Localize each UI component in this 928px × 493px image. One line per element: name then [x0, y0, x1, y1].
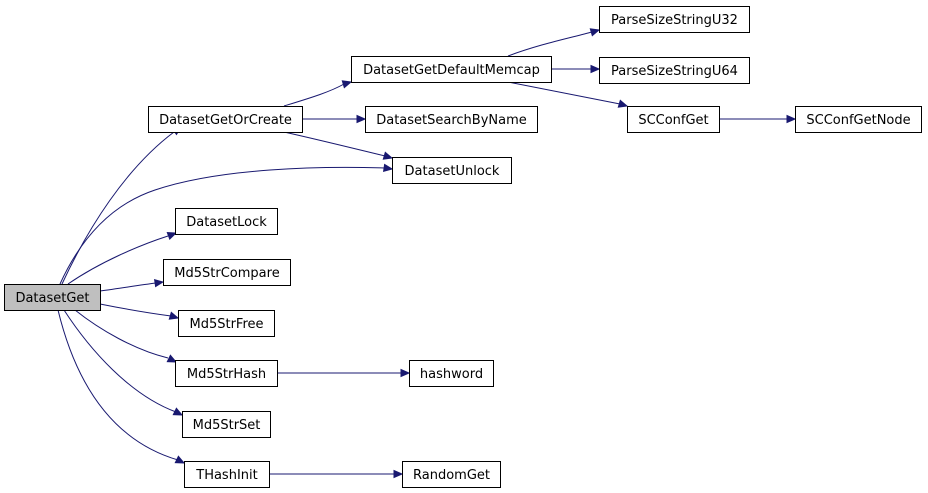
- node-label: hashword: [420, 367, 483, 382]
- edge-DatasetGetOrCreate-to-DatasetSearchByName: [302, 114, 367, 124]
- edge-DatasetGet-to-Md5StrSet: [63, 309, 184, 416]
- edge-line: [67, 235, 169, 285]
- edge-line: [61, 131, 175, 285]
- node-box: [599, 6, 750, 33]
- node-box: [402, 461, 501, 488]
- arrow-head-icon: [382, 163, 394, 172]
- edge-DatasetGetOrCreate-to-DatasetGetDefaultMemcap: [283, 80, 353, 107]
- node-box: [175, 208, 278, 235]
- node-label: SCConfGet: [638, 113, 708, 128]
- node-Md5StrFree[interactable]: Md5StrFree: [178, 310, 275, 337]
- node-DatasetGetDefaultMemcap[interactable]: DatasetGetDefaultMemcap: [351, 56, 552, 83]
- edge-DatasetGet-to-DatasetUnlock: [59, 163, 394, 285]
- edge-line: [57, 309, 179, 461]
- node-box: [627, 106, 720, 133]
- edge-line: [59, 166, 386, 285]
- edge-line: [507, 31, 593, 57]
- node-label: DatasetGet: [15, 291, 89, 306]
- node-box: [184, 461, 270, 488]
- arrow-head-icon: [172, 407, 184, 416]
- arrow-head-icon: [382, 151, 394, 160]
- arrow-head-icon: [341, 80, 353, 89]
- edge-DatasetGetDefaultMemcap-to-ParseSizeStringU32: [507, 28, 601, 57]
- node-label: Md5StrHash: [187, 367, 266, 382]
- arrow-head-icon: [153, 279, 165, 288]
- edge-DatasetGetOrCreate-to-DatasetUnlock: [283, 131, 394, 160]
- node-label: Md5StrFree: [189, 317, 263, 332]
- node-box: [409, 360, 494, 387]
- node-box: [178, 310, 275, 337]
- arrow-head-icon: [168, 311, 180, 320]
- node-SCConfGet[interactable]: SCConfGet: [627, 106, 720, 133]
- node-ParseSizeStringU32[interactable]: ParseSizeStringU32: [599, 6, 750, 33]
- node-label: DatasetSearchByName: [376, 113, 527, 128]
- node-label: RandomGet: [413, 468, 490, 483]
- node-box: [365, 106, 538, 133]
- node-label: Md5StrSet: [193, 418, 261, 433]
- node-ParseSizeStringU64[interactable]: ParseSizeStringU64: [599, 57, 750, 84]
- edge-SCConfGet-to-SCConfGetNode: [719, 114, 797, 124]
- arrow-head-icon: [400, 368, 411, 378]
- edge-THashInit-to-RandomGet: [269, 469, 404, 479]
- edge-DatasetGetDefaultMemcap-to-SCConfGet: [507, 81, 629, 108]
- node-Md5StrSet[interactable]: Md5StrSet: [182, 411, 271, 438]
- node-DatasetSearchByName[interactable]: DatasetSearchByName: [365, 106, 538, 133]
- arrow-head-icon: [393, 469, 404, 479]
- node-box: [795, 106, 922, 133]
- arrow-head-icon: [166, 231, 178, 240]
- arrow-head-icon: [166, 354, 178, 363]
- edge-DatasetGet-to-DatasetLock: [67, 231, 178, 285]
- edge-line: [63, 309, 177, 413]
- node-label: SCConfGetNode: [806, 113, 910, 128]
- arrow-head-icon: [617, 99, 629, 108]
- node-box: [182, 411, 271, 438]
- node-label: DatasetGetOrCreate: [159, 113, 292, 128]
- edge-DatasetGet-to-THashInit: [57, 309, 186, 464]
- node-label: DatasetUnlock: [405, 164, 500, 179]
- node-label: ParseSizeStringU32: [611, 13, 738, 28]
- edge-DatasetGet-to-Md5StrFree: [99, 303, 180, 320]
- edge-line: [283, 83, 345, 107]
- node-Md5StrCompare[interactable]: Md5StrCompare: [163, 259, 291, 286]
- node-box: [351, 56, 552, 83]
- node-Md5StrHash[interactable]: Md5StrHash: [175, 360, 278, 387]
- node-DatasetGetOrCreate[interactable]: DatasetGetOrCreate: [148, 106, 303, 133]
- edge-DatasetGet-to-Md5StrHash: [74, 309, 178, 363]
- node-THashInit[interactable]: THashInit: [184, 461, 270, 488]
- node-label: DatasetGetDefaultMemcap: [363, 63, 540, 78]
- node-DatasetGet[interactable]: DatasetGet: [4, 284, 101, 311]
- edge-DatasetGetDefaultMemcap-to-ParseSizeStringU64: [551, 64, 601, 74]
- edge-DatasetGet-to-Md5StrCompare: [99, 279, 165, 292]
- node-box: [175, 360, 278, 387]
- arrow-head-icon: [590, 64, 601, 74]
- edge-Md5StrHash-to-hashword: [277, 368, 411, 378]
- edge-line: [99, 282, 157, 292]
- arrow-head-icon: [589, 28, 601, 37]
- node-box: [392, 157, 512, 184]
- edge-line: [283, 131, 386, 157]
- node-box: [148, 106, 303, 133]
- node-label: Md5StrCompare: [174, 266, 279, 281]
- arrow-head-icon: [174, 455, 186, 464]
- node-label: ParseSizeStringU64: [611, 64, 738, 79]
- arrow-head-icon: [786, 114, 797, 124]
- node-label: THashInit: [195, 468, 257, 483]
- node-box: [599, 57, 750, 84]
- node-DatasetUnlock[interactable]: DatasetUnlock: [392, 157, 512, 184]
- node-box: [163, 259, 291, 286]
- edge-line: [507, 81, 621, 105]
- node-DatasetLock[interactable]: DatasetLock: [175, 208, 278, 235]
- edge-line: [74, 309, 169, 359]
- edge-line: [99, 303, 172, 317]
- node-box: [4, 284, 101, 311]
- arrow-head-icon: [356, 114, 367, 124]
- node-hashword[interactable]: hashword: [409, 360, 494, 387]
- node-SCConfGetNode[interactable]: SCConfGetNode: [795, 106, 922, 133]
- node-label: DatasetLock: [186, 215, 267, 230]
- node-RandomGet[interactable]: RandomGet: [402, 461, 501, 488]
